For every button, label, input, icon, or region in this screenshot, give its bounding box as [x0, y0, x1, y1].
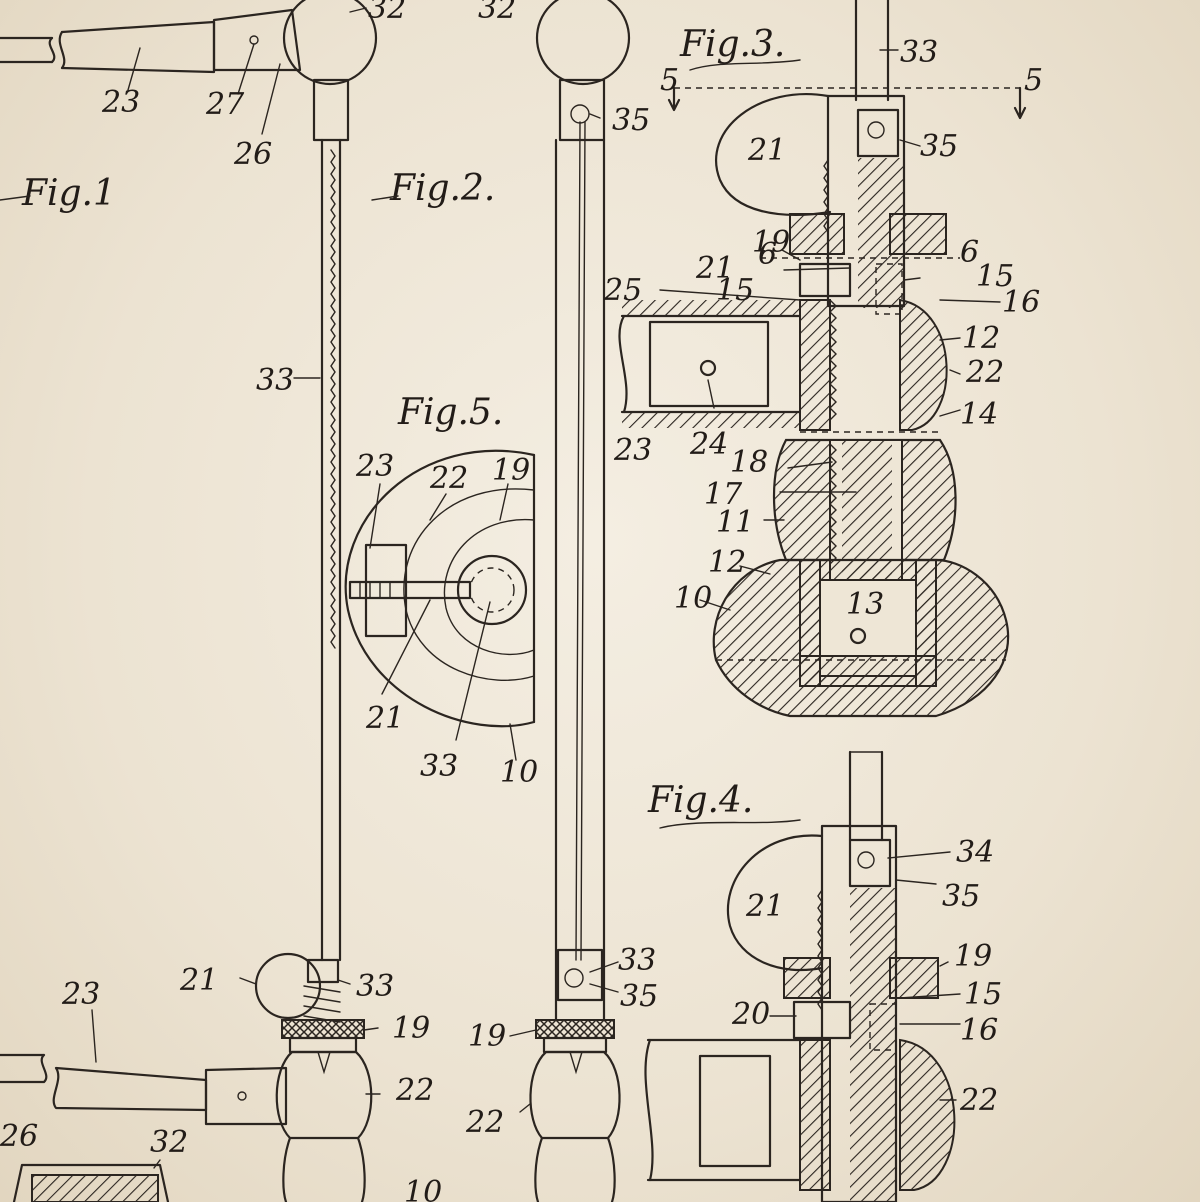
ref-label: 21 — [179, 963, 218, 998]
ref-label: 19 — [392, 1011, 430, 1046]
ref-label: 14 — [960, 397, 998, 432]
ref-label: 18 — [730, 445, 768, 480]
ref-label: 25 — [603, 273, 642, 308]
ref-label: 27 — [205, 87, 245, 122]
figure-3-drawing — [618, 0, 1027, 718]
ref-label: 32 — [368, 0, 406, 26]
ref-label: 17 — [704, 477, 743, 512]
ref-label: 12 — [962, 321, 1000, 356]
ref-label: 23 — [355, 449, 394, 484]
figure-1-title: Fig.1 — [21, 173, 116, 214]
figure-1-drawing — [0, 0, 378, 1202]
ref-label: 22 — [959, 1083, 998, 1118]
ref-label: 22 — [429, 461, 468, 496]
figure-3-title: Fig.3. — [679, 24, 785, 65]
ref-label: 26 — [0, 1119, 38, 1154]
ref-label: 16 — [1002, 285, 1040, 320]
ref-label: 21 — [365, 701, 404, 736]
ref-label: 13 — [846, 587, 884, 622]
ref-label: 24 — [689, 427, 728, 462]
ref-label: 33 — [356, 969, 394, 1004]
ref-label: 5 — [660, 63, 679, 98]
ref-label: 35 — [620, 979, 658, 1014]
figure-2-labels: 32 35 33 35 19 22 — [465, 0, 658, 1140]
ref-label: 23 — [101, 85, 140, 120]
figure-2-title: Fig.2. — [389, 168, 495, 209]
ref-label: 16 — [960, 1013, 998, 1048]
ref-label: 10 — [500, 755, 538, 790]
ref-label: 23 — [613, 433, 652, 468]
ref-label: 22 — [395, 1073, 434, 1108]
ref-label: 19 — [752, 225, 790, 260]
figure-5-labels: 23 22 19 21 33 10 — [355, 449, 538, 790]
ref-label: 23 — [61, 977, 100, 1012]
figure-3-labels: 33 5 5 21 35 19 6 6 21 15 15 25 16 12 22… — [603, 35, 1043, 622]
ref-label: 33 — [900, 35, 938, 70]
figure-4-drawing — [644, 750, 956, 1202]
ref-label: 33 — [618, 943, 656, 978]
ref-label: 32 — [150, 1125, 188, 1160]
ref-label: 10 — [674, 581, 712, 616]
ref-label: 33 — [256, 363, 294, 398]
ref-label: 10 — [404, 1175, 442, 1202]
ref-label: 15 — [976, 259, 1014, 294]
ref-label: 21 — [745, 889, 784, 924]
ref-label: 6 — [960, 235, 979, 270]
figure-5-drawing — [344, 449, 536, 728]
ref-label: 19 — [492, 453, 530, 488]
ref-label: 21 — [695, 251, 734, 286]
ref-label: 22 — [465, 1105, 504, 1140]
ref-label: 32 — [478, 0, 516, 26]
ref-label: 19 — [954, 939, 992, 974]
figure-4-title: Fig.4. — [647, 780, 753, 821]
ref-label: 35 — [612, 103, 650, 138]
ref-label: 20 — [731, 997, 770, 1032]
ref-label: 26 — [233, 137, 272, 172]
ref-label: 19 — [468, 1019, 506, 1054]
ref-label: 35 — [942, 879, 980, 914]
ref-label: 6 — [758, 237, 777, 272]
figure-5-title: Fig.5. — [397, 392, 503, 433]
ref-label: 15 — [716, 273, 754, 308]
figure-1-labels: 32 23 27 26 33 21 33 19 22 23 26 32 10 — [0, 0, 442, 1202]
figure-2-drawing — [529, 0, 631, 1202]
ref-label: 5 — [1024, 63, 1043, 98]
ref-label: 34 — [956, 835, 994, 870]
ref-label: 15 — [964, 977, 1002, 1012]
figure-4-labels: 21 34 35 19 15 20 16 22 — [731, 835, 1002, 1118]
ref-label: 12 — [708, 545, 746, 580]
ref-label: 35 — [920, 129, 958, 164]
ref-label: 22 — [965, 355, 1004, 390]
ref-label: 11 — [716, 505, 754, 540]
ref-label: 21 — [747, 133, 786, 168]
ref-label: 33 — [420, 749, 458, 784]
